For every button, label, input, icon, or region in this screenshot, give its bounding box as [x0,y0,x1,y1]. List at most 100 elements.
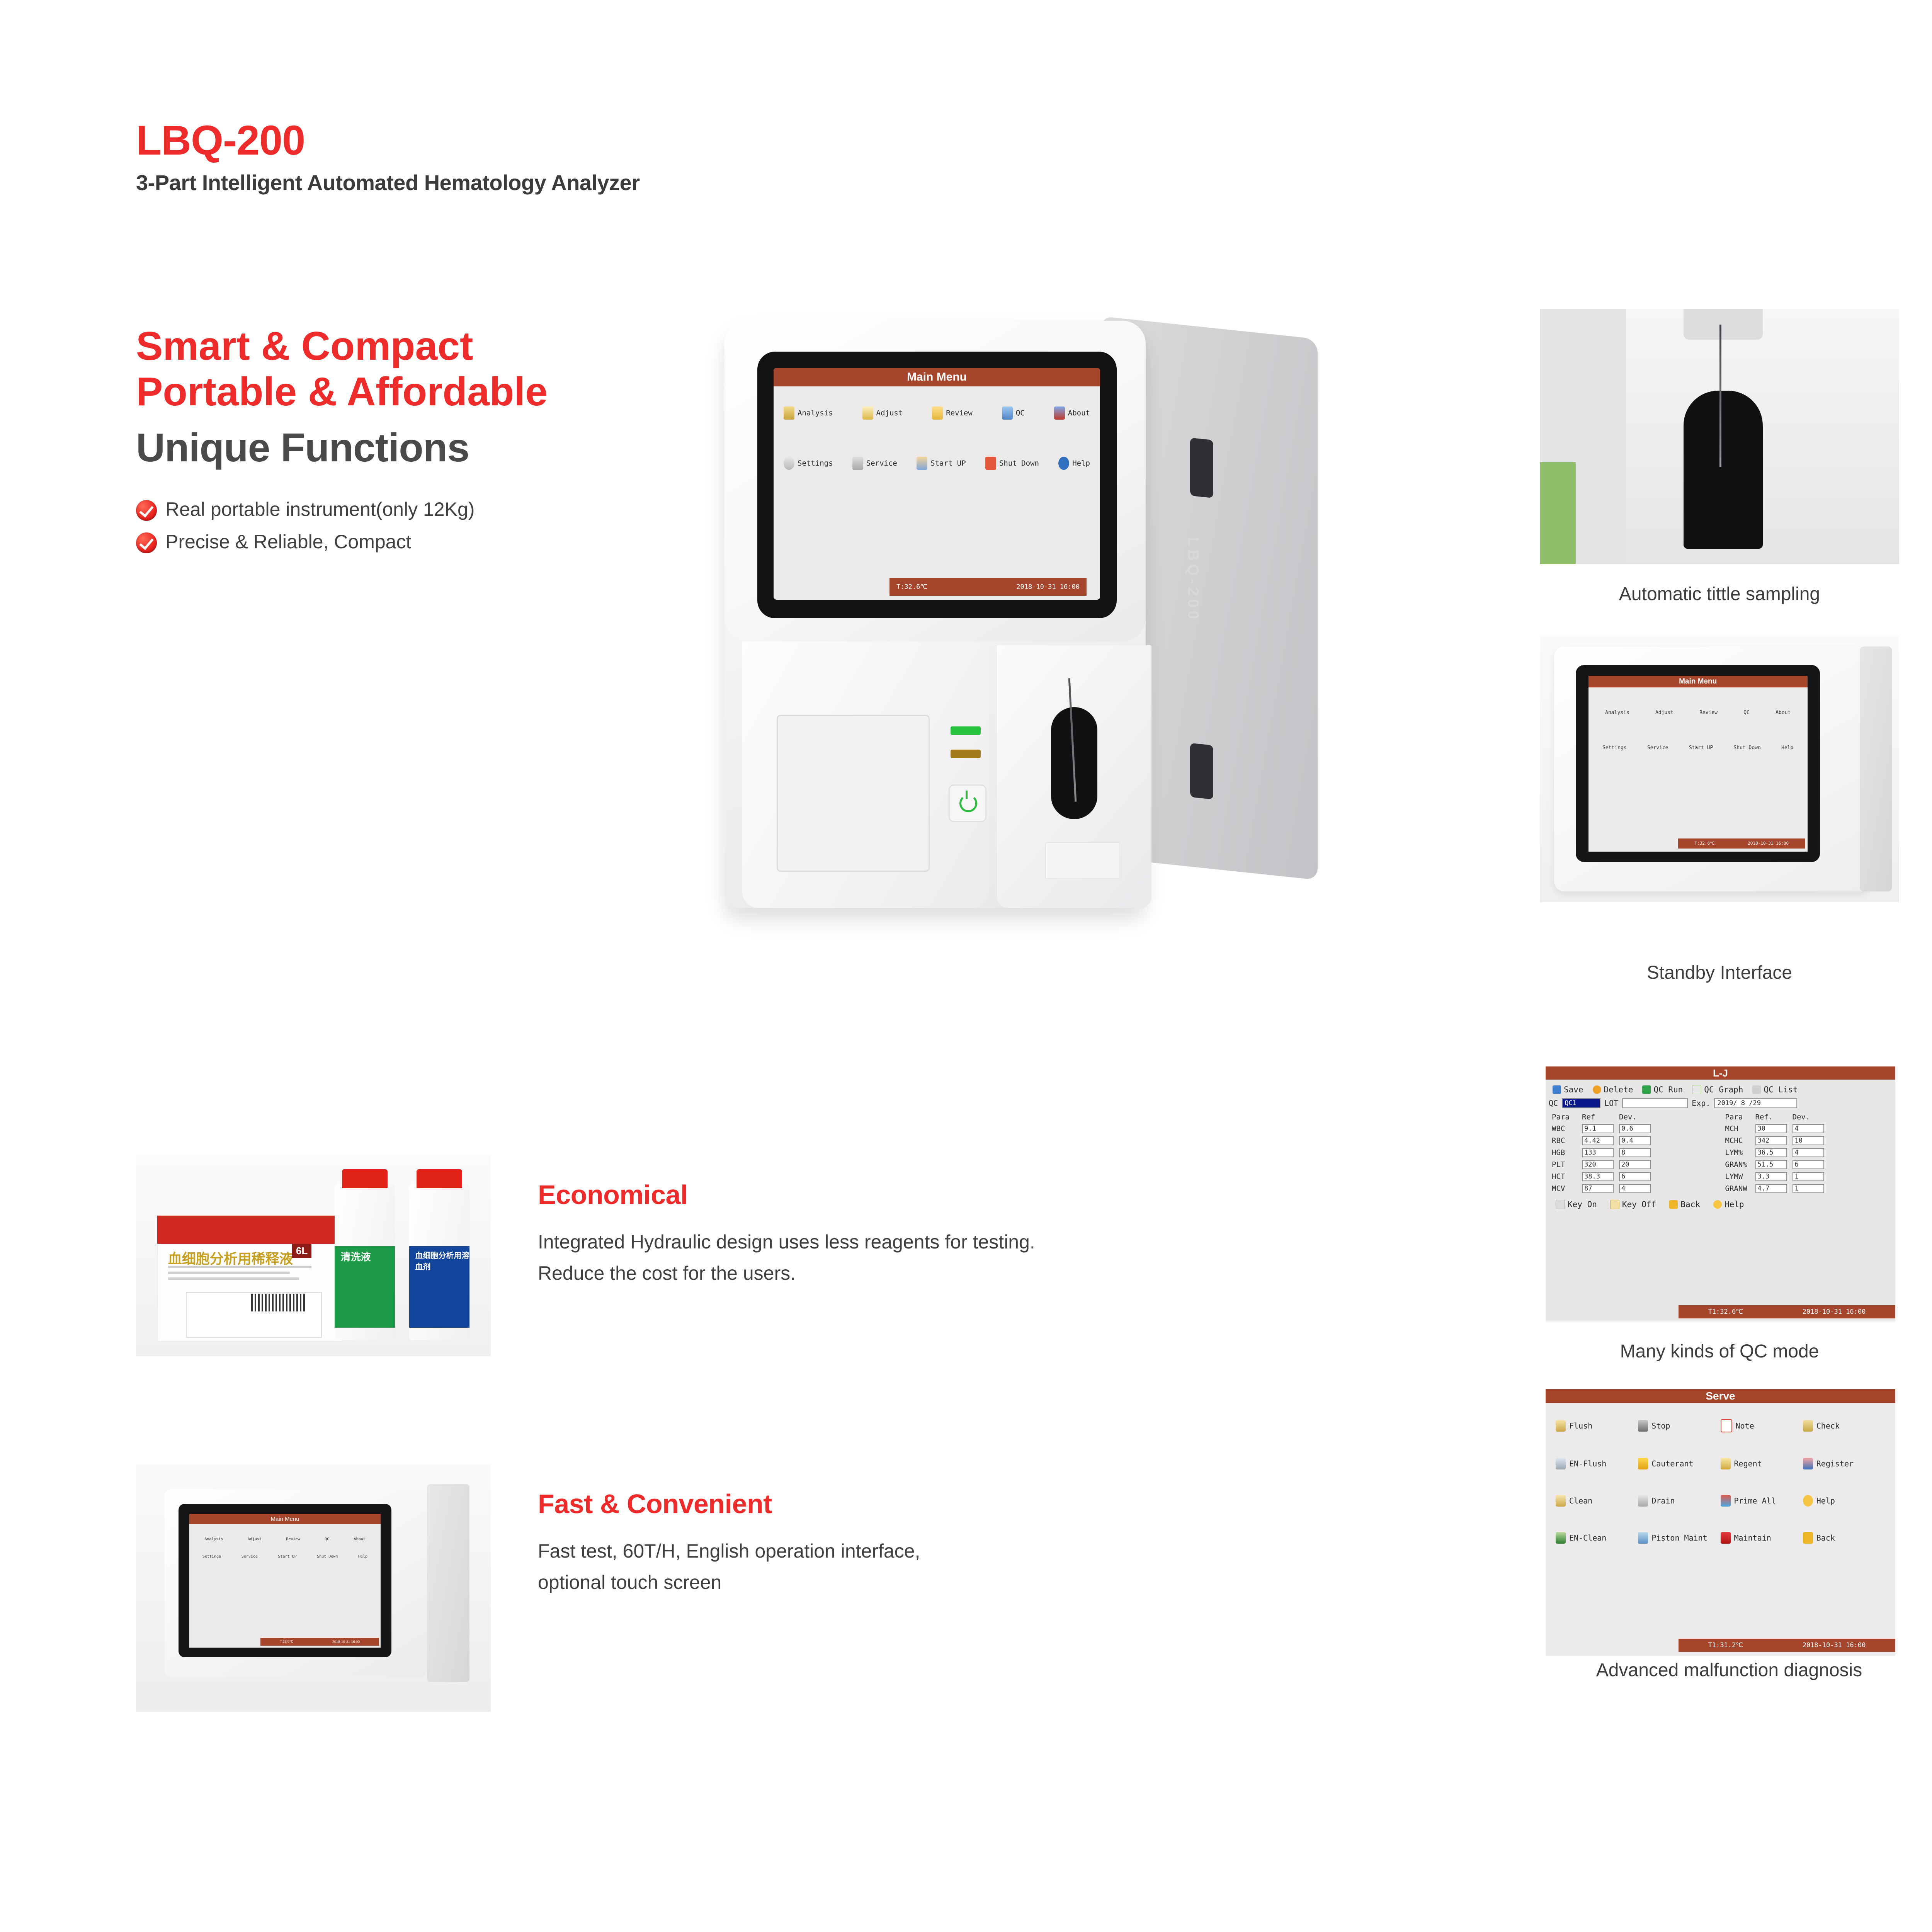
row-dev[interactable]: 4 [1792,1124,1824,1133]
serve-item-help[interactable]: Help [1803,1495,1885,1507]
row-dev[interactable]: 6 [1792,1160,1824,1169]
row-ref[interactable]: 30 [1755,1124,1787,1133]
unique-functions-heading: Unique Functions [136,425,469,470]
qc-button-qc-graph[interactable]: QC Graph [1692,1085,1743,1094]
col-header-dev: Dev. [1792,1113,1810,1121]
row-dev[interactable]: 4 [1792,1148,1824,1157]
side-vent-upper-icon [1190,437,1213,498]
check-lock-icon [1803,1420,1813,1432]
menu-item-adjust[interactable]: Adjust [862,406,903,420]
row-ref[interactable]: 38.3 [1582,1172,1614,1181]
qc-button-qc-run[interactable]: QC Run [1642,1085,1683,1094]
serve-item-en-flush[interactable]: EN-Flush [1556,1458,1638,1469]
row-dev[interactable]: 4 [1619,1184,1651,1193]
serve-item-piston-maint[interactable]: Piston Maint [1638,1532,1720,1544]
row-ref[interactable]: 4.7 [1755,1184,1787,1193]
serve-item-check[interactable]: Check [1803,1419,1885,1432]
qc-button-label: Back [1680,1200,1700,1209]
row-dev[interactable]: 8 [1619,1148,1651,1157]
bottle-band: 血细胞分析用溶血剂 [409,1246,469,1328]
serve-item-label: Clean [1569,1496,1593,1505]
exp-input[interactable]: 2019/ 8 /29 [1714,1098,1798,1108]
serve-item-clean[interactable]: Clean [1556,1495,1638,1507]
row-dev[interactable]: 1 [1792,1172,1824,1181]
qc-button-save[interactable]: Save [1553,1085,1583,1094]
sampling-photo [1540,309,1899,564]
qc-button-qc-list[interactable]: QC List [1752,1085,1798,1094]
menu-item-qc[interactable]: QC [1002,406,1025,420]
standby-screen-title: Main Menu [1588,675,1808,687]
row-ref[interactable]: 36.5 [1755,1148,1787,1157]
reagent-carton-label: 血细胞分析用稀释液 [168,1251,293,1267]
row-dev[interactable]: 20 [1619,1160,1651,1169]
qc-status-bar: T1:32.6℃ 2018-10-31 16:00 [1678,1305,1895,1318]
test-tube-icon [784,406,794,420]
analyzer-mini-screen[interactable]: Main Menu Analysis Adjust Review QC Abou… [189,1514,381,1648]
page-title: LBQ-200 [136,117,305,163]
serve-item-note[interactable]: Note [1720,1419,1803,1432]
menu-item-service[interactable]: Service [852,457,897,470]
standby-menu-label: Review [1699,709,1718,716]
row-ref[interactable]: 4.42 [1582,1136,1614,1145]
row-ref[interactable]: 3.3 [1755,1172,1787,1181]
reagent-carton-textlines [168,1266,324,1283]
serve-item-register[interactable]: Register [1803,1458,1885,1469]
row-dev[interactable]: 10 [1792,1136,1824,1145]
reagent-bottle-icon [1720,1458,1731,1469]
prime-all-icon [1720,1495,1731,1507]
qc-table-header: Para Ref. Dev. [1725,1113,1889,1121]
menu-item-review[interactable]: Review [932,406,973,420]
row-dev[interactable]: 0.4 [1619,1136,1651,1145]
qc-button-key-on[interactable]: Key On [1556,1200,1597,1209]
reagent-carton-spec-label [185,1292,322,1338]
serve-item-drain[interactable]: Drain [1638,1495,1720,1507]
menu-item-analysis[interactable]: Analysis [784,406,833,420]
printer-door[interactable] [777,715,930,872]
menu-item-startup[interactable]: Start UP [917,457,966,470]
bar-chart-icon [1692,1085,1702,1094]
qc-button-help[interactable]: Help [1713,1200,1744,1209]
folder-icon [932,406,943,420]
menu-item-about[interactable]: About [1054,406,1090,420]
caption-sampling: Automatic tittle sampling [1619,584,1820,604]
serve-item-stop[interactable]: Stop [1638,1419,1720,1432]
qc-select[interactable]: QC1 [1562,1098,1601,1108]
serve-item-flush[interactable]: Flush [1556,1419,1638,1432]
qc-select-label: QC [1549,1099,1558,1108]
qc-button-label: Key Off [1622,1200,1656,1209]
menu-item-settings[interactable]: Settings [784,457,833,470]
lot-input[interactable] [1622,1098,1688,1108]
mini-menu-label: Analysis [204,1537,223,1541]
row-ref[interactable]: 51.5 [1755,1160,1787,1169]
qc-screenshot[interactable]: L-J Save Delete QC Run QC Graph QC List … [1546,1066,1895,1321]
row-dev[interactable]: 6 [1619,1172,1651,1181]
row-ref[interactable]: 320 [1582,1160,1614,1169]
row-ref[interactable]: 9.1 [1582,1124,1614,1133]
menu-item-help[interactable]: Help [1058,457,1090,470]
serve-item-back[interactable]: Back [1803,1532,1885,1544]
row-ref[interactable]: 87 [1582,1184,1614,1193]
qc-button-delete[interactable]: Delete [1592,1085,1633,1094]
row-dev[interactable]: 1 [1792,1184,1824,1193]
arrow-right-icon [1642,1085,1651,1094]
standby-screen[interactable]: Main Menu Analysis Adjust Review QC Abou… [1588,675,1808,852]
menu-item-shutdown[interactable]: Shut Down [985,457,1039,470]
serve-item-regent[interactable]: Regent [1720,1458,1803,1469]
qc-button-back[interactable]: Back [1669,1200,1700,1209]
qc-button-key-off[interactable]: Key Off [1610,1200,1656,1209]
qc-bottom-buttons: Key On Key Off Back Help [1546,1197,1895,1212]
row-dev[interactable]: 0.6 [1619,1124,1651,1133]
row-ref[interactable]: 133 [1582,1148,1614,1157]
serve-item-cauterant[interactable]: Cauterant [1638,1458,1720,1469]
arrow-left-icon [1803,1532,1813,1544]
row-ref[interactable]: 342 [1755,1136,1787,1145]
analyzer-touchscreen[interactable]: Main Menu Analysis Adjust Review QC Abou… [774,368,1100,600]
serve-item-prime-all[interactable]: Prime All [1720,1495,1803,1507]
serve-screenshot[interactable]: Serve Flush Stop Note Check EN-Flush Cau… [1546,1389,1895,1656]
serve-item-en-clean[interactable]: EN-Clean [1556,1532,1638,1544]
piston-icon [1638,1532,1648,1544]
serve-item-maintain[interactable]: Maintain [1720,1532,1803,1544]
